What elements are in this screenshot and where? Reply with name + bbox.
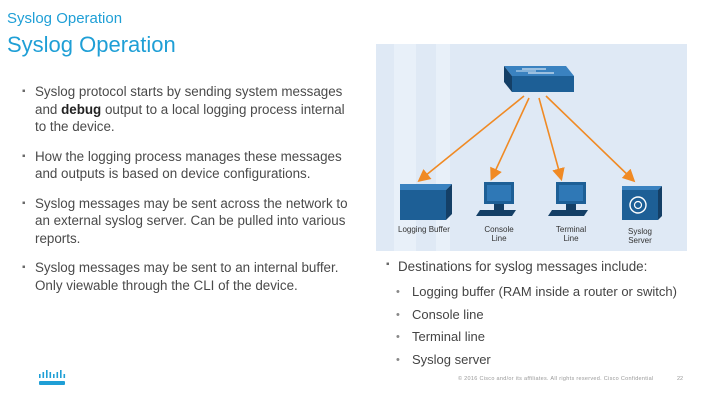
syslog-diagram: Logging Buffer Console Line Terminal Lin… — [376, 44, 687, 251]
page-number: 22 — [677, 376, 684, 382]
destinations-heading: Destinations for syslog messages include… — [386, 259, 647, 274]
destination-item: Syslog server — [396, 352, 677, 375]
arrow-to-terminal — [538, 97, 565, 182]
copyright-text: © 2016 Cisco and/or its affiliates. All … — [458, 376, 654, 382]
bullet-text: Syslog messages may be sent to an intern… — [35, 260, 339, 293]
label-console: Console — [484, 225, 514, 234]
slide-title: Syslog Operation — [7, 32, 176, 57]
bullet-item: How the logging process manages these me… — [22, 148, 352, 183]
console-pc-icon — [476, 182, 516, 216]
destination-item: Console line — [396, 307, 677, 330]
bullet-text: Syslog protocol starts by sending system… — [35, 84, 343, 117]
section-title: Syslog Operation — [7, 10, 123, 27]
arrow-to-buffer — [417, 95, 525, 183]
label-logging-buffer: Logging Buffer — [398, 225, 450, 234]
bullet-item: Syslog protocol starts by sending system… — [22, 83, 352, 136]
label-terminal-line: Line — [563, 234, 579, 243]
destinations-list: Logging buffer (RAM inside a router or s… — [396, 284, 677, 374]
label-syslog: Syslog — [628, 227, 652, 236]
destination-item: Terminal line — [396, 329, 677, 352]
label-console-line: Line — [491, 234, 507, 243]
arrow-to-syslog — [545, 95, 636, 183]
bullet-text: Syslog messages may be sent across the n… — [35, 195, 348, 246]
diagram-svg: Logging Buffer Console Line Terminal Lin… — [394, 44, 662, 251]
destination-item: Logging buffer (RAM inside a router or s… — [396, 284, 677, 307]
left-bullet-list: Syslog protocol starts by sending system… — [22, 83, 352, 306]
bullet-item: Syslog messages may be sent across the n… — [22, 195, 352, 248]
switch-icon — [504, 66, 574, 92]
bullet-text: How the logging process manages these me… — [35, 148, 342, 182]
arrow-to-console — [490, 97, 530, 181]
cisco-logo-icon — [38, 370, 66, 391]
syslog-server-icon — [622, 186, 662, 220]
terminal-pc-icon — [548, 182, 588, 216]
bullet-text-end: output to a local logging process intern… — [35, 101, 345, 135]
bullet-bold-text: debug — [61, 101, 102, 117]
label-terminal: Terminal — [556, 225, 586, 234]
bullet-item: Syslog messages may be sent to an intern… — [22, 259, 352, 294]
label-syslog-server: Server — [628, 236, 652, 245]
logging-buffer-icon — [400, 184, 452, 220]
